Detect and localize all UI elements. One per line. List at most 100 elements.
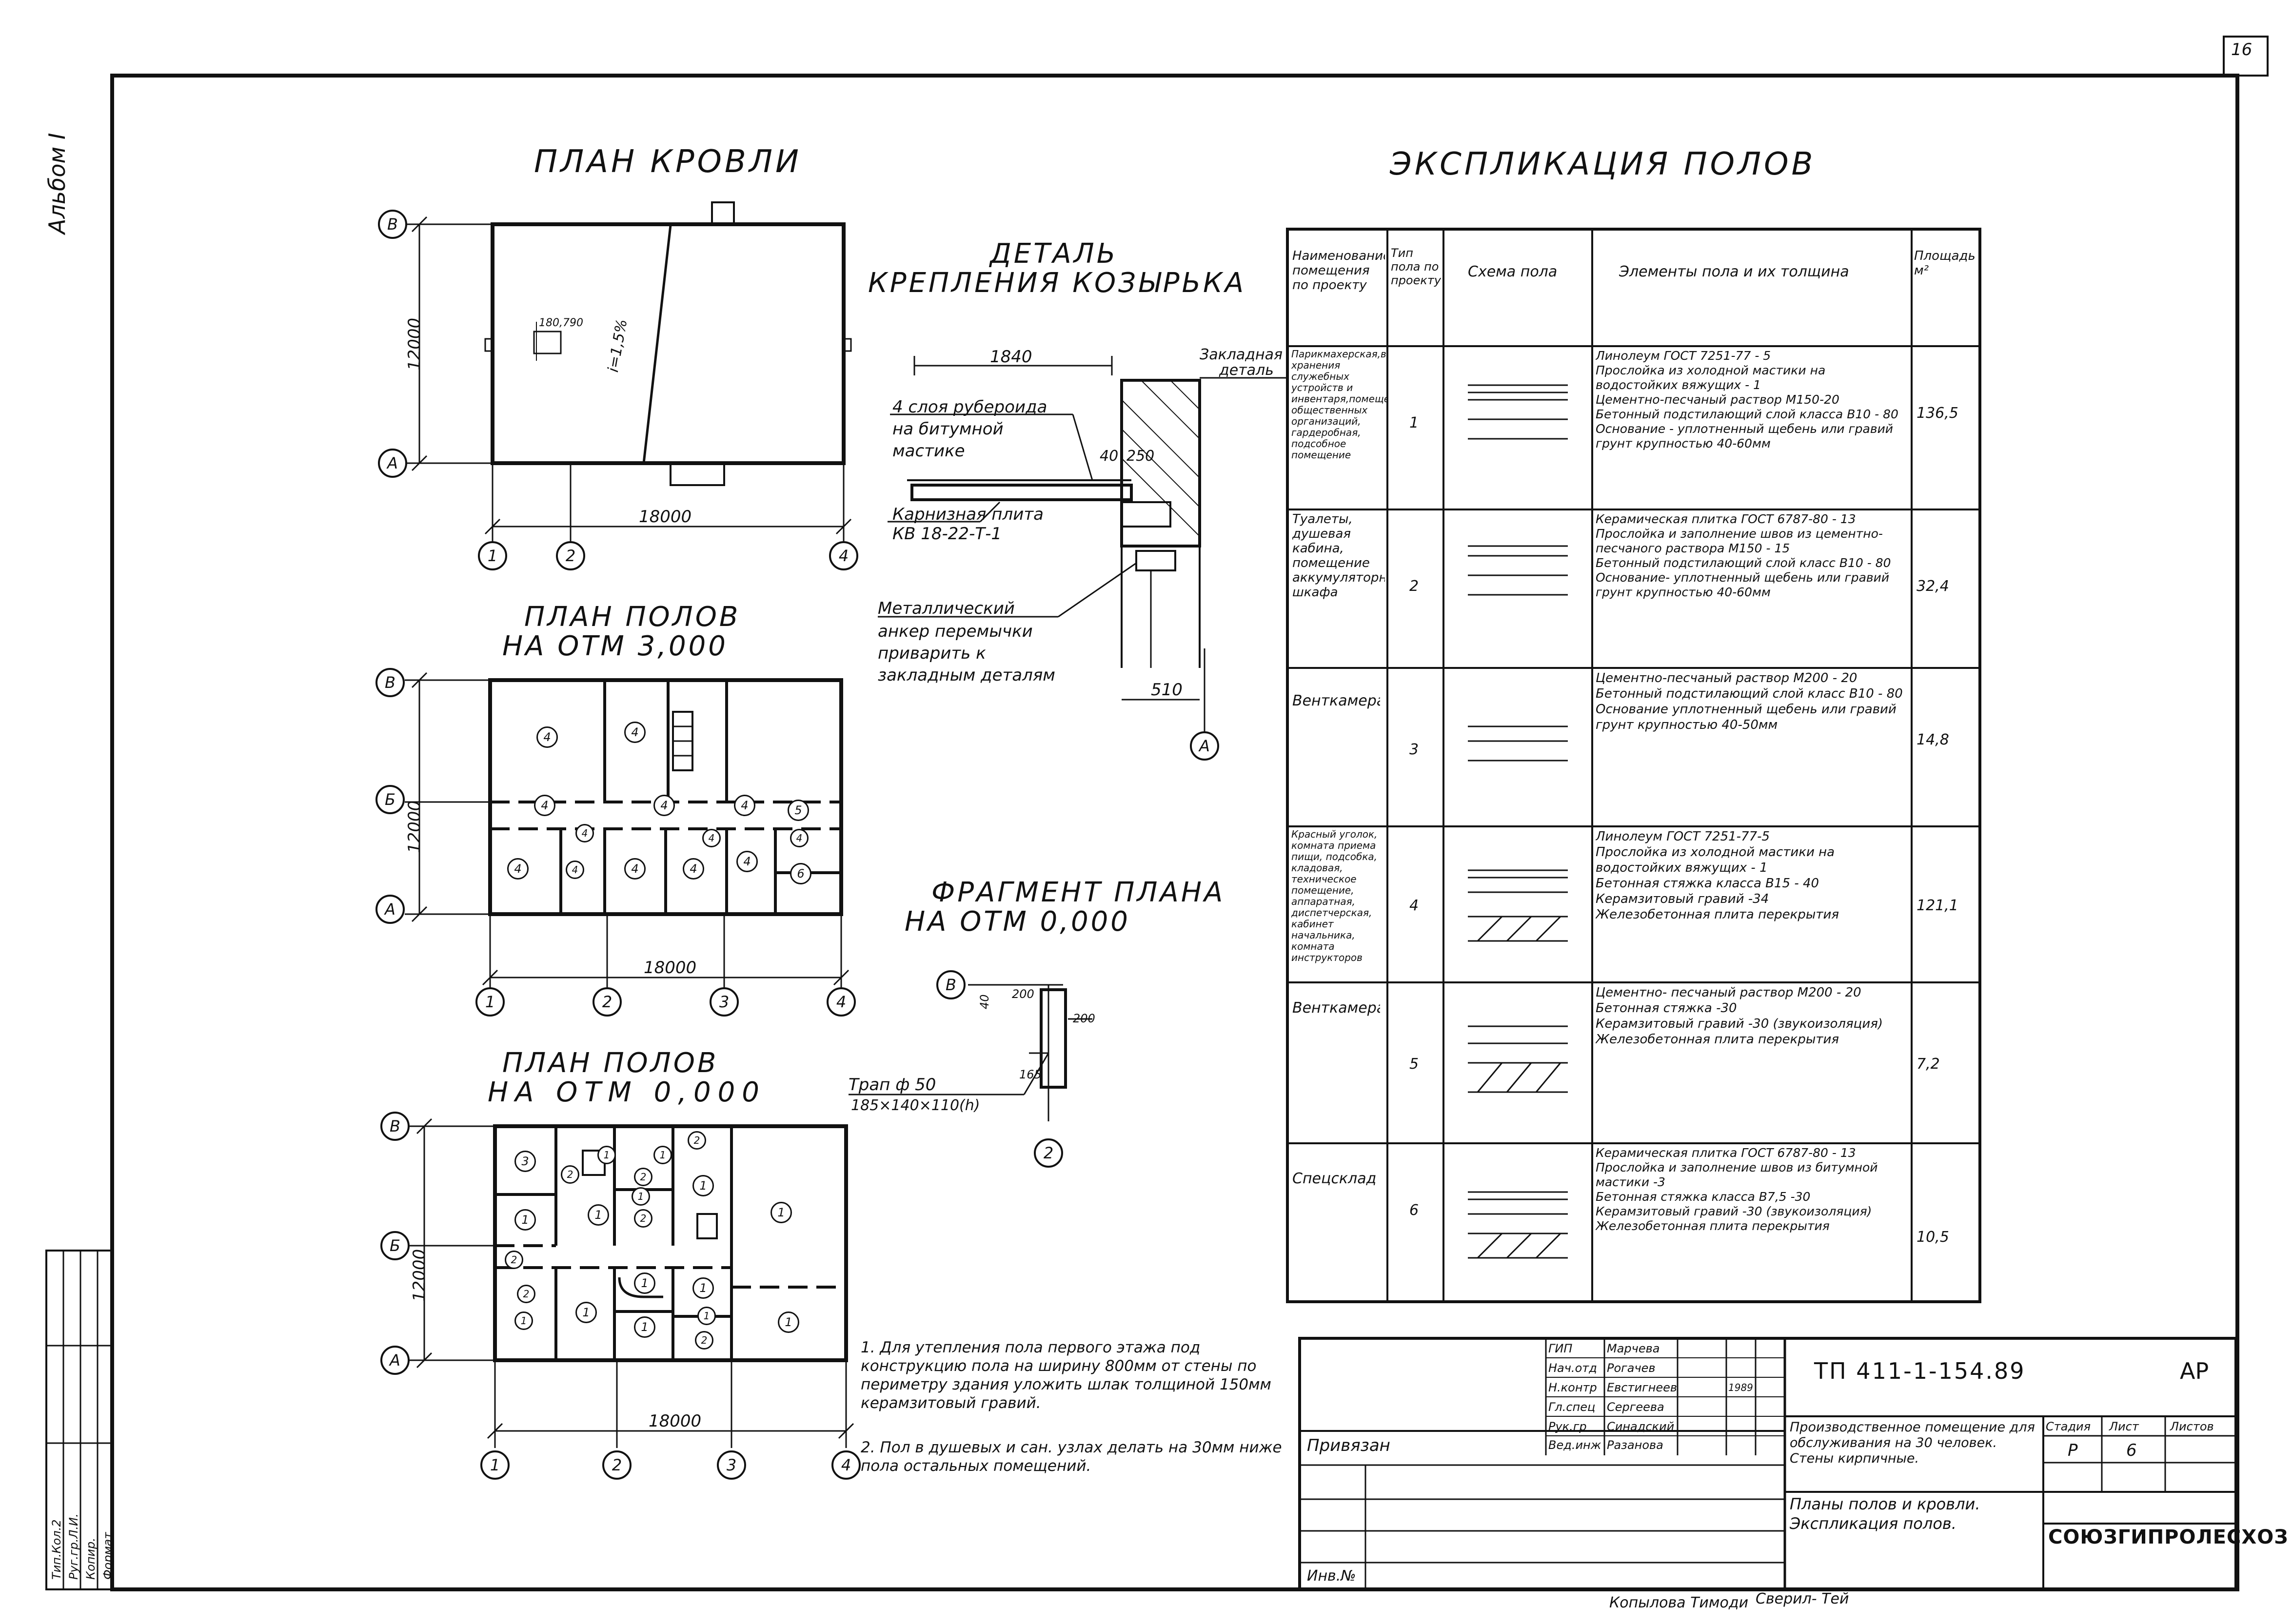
row-1-area: 136,5 [1917,405,1958,422]
roof-axis-col-1: 1 [478,541,507,570]
fragment-title-line1: ФРАГМЕНТ ПЛАНА [931,877,1225,908]
roof-axis-row-v: В [378,210,407,239]
row-4-type: 4 [1409,897,1419,914]
room-mark: 2 [634,1209,652,1228]
floor3000-axis-col-2: 2 [593,987,622,1017]
row-4-elements: Линолеум ГОСТ 7251-77-5 Прослойка из хол… [1596,829,1839,922]
tb-name-4: Синадский [1607,1420,1675,1433]
room-mark: 5 [788,800,809,821]
tb-role-3: Гл.спец [1548,1400,1596,1414]
tb-sheet-value: 6 [2126,1441,2137,1460]
tb-description: Производственное помещение для обслужива… [1790,1420,2035,1466]
canopy-dim-top: 1840 [990,347,1032,367]
room-mark: 1 [692,1277,714,1299]
roof-axis-col-4: 4 [829,541,858,570]
floor3000-axis-row-b: Б [375,785,405,814]
fragment-dim-200a: 200 [1012,987,1034,1001]
row-3-rooms: Венткамера [1292,692,1380,709]
roof-dim-width: 18000 [639,507,692,527]
floor0000-axis-row-v: В [380,1112,410,1141]
tb-sheet-header: Лист [2109,1420,2139,1433]
canopy-title-line1: ДЕТАЛЬ [990,238,1118,270]
floor0000-title-line2: НА ОТМ 0,000 [488,1076,766,1108]
room-mark: 1 [771,1202,792,1223]
canopy-label-anchor-line2: анкер перемычки [878,622,1033,641]
canopy-label-slab-line1: Карнизная плита [892,505,1044,524]
floor3000-axis-row-a: А [375,895,405,924]
room-mark: 4 [536,726,558,748]
tb-role-0: ГИП [1548,1342,1573,1355]
row-1-rooms: Парикмахерская,вестибюль,помещение хране… [1291,349,1386,461]
room-mark: 2 [695,1331,713,1350]
sheet-corner-number: 16 [2231,40,2252,59]
floor0000-axis-col-2: 2 [602,1450,632,1480]
tb-stage-value: Р [2068,1441,2078,1460]
canopy-label-embed-line2: деталь [1219,362,1274,379]
tb-name-5: Разанова [1607,1438,1663,1452]
room-mark: 2 [634,1168,652,1186]
fragment-drain-line2: 185×140×110(h) [851,1097,980,1114]
roof-axis-col-2: 2 [556,541,585,570]
canopy-label-roofing-line1: 4 слоя рубероида [892,397,1047,417]
explication-header-room: Наименование помещения по проекту [1292,249,1385,293]
room-mark: 3 [514,1151,536,1172]
margin-stamp-line1: Тип.Кол.2 [50,1519,63,1580]
fragment-dim-200b: 200 [1073,1012,1095,1025]
roof-plan-title: ПЛАН КРОВЛИ [534,144,802,180]
floor3000-dim-width: 18000 [644,958,697,978]
floor0000-axis-row-b: Б [380,1231,410,1260]
explication-header-scheme: Схема пола [1468,263,1558,280]
row-2-rooms: Туалеты, душевая кабина, помещение аккум… [1292,512,1385,600]
floor0000-dim-height: 12000 [410,1249,429,1302]
canopy-label-embed-line1: Закладная [1200,346,1283,363]
room-mark: 1 [697,1307,716,1325]
tb-year: 1989 [1728,1382,1753,1393]
row-1-elements: Линолеум ГОСТ 7251-77 - 5 Прослойка из х… [1596,349,1898,450]
room-mark: 1 [653,1146,672,1164]
room-mark: 2 [505,1251,523,1269]
row-6-type: 6 [1409,1202,1419,1219]
canopy-label-roofing-line2: на битумной [892,419,1004,439]
room-mark: 1 [634,1316,655,1338]
canopy-axis: А [1190,731,1219,761]
room-mark: 1 [514,1209,536,1231]
floor3000-dim-height: 12000 [405,800,424,853]
room-mark: 4 [702,829,721,847]
room-mark: 4 [624,722,646,743]
row-2-elements: Керамическая плитка ГОСТ 6787-80 - 13 Пр… [1596,512,1891,599]
margin-stamp-line3: Копир. [84,1538,98,1580]
floor3000-title-line1: ПЛАН ПОЛОВ [524,601,741,633]
floor3000-title-line2: НА ОТМ 3,000 [502,630,728,662]
tb-section: АР [2180,1358,2209,1384]
tb-privyazan: Привязан [1307,1436,1390,1455]
fragment-drain-line1: Трап ф 50 [849,1075,936,1095]
canopy-dim-bottom: 510 [1151,680,1183,700]
room-mark: 4 [736,851,758,872]
room-mark: 2 [561,1165,579,1184]
signature-bottom: Копылова Тимоди [1609,1594,1749,1611]
canopy-dim-40: 40 [1100,448,1119,465]
room-mark: 1 [692,1175,714,1196]
room-mark: 4 [734,795,755,816]
room-mark: 1 [575,1302,597,1323]
row-5-elements: Цементно- песчаный раствор М200 - 20 Бет… [1596,985,1883,1047]
roof-dim-height: 12000 [405,317,424,371]
room-mark: 4 [624,858,646,880]
signature-bottom-2: Сверил- Тей [1756,1590,1849,1607]
row-5-area: 7,2 [1917,1056,1940,1073]
floor0000-axis-col-1: 1 [480,1450,510,1480]
explication-title: ЭКСПЛИКАЦИЯ ПОЛОВ [1390,146,1816,182]
row-3-elements: Цементно-песчаный раствор М200 - 20 Бето… [1596,671,1903,732]
room-mark: 1 [632,1187,650,1206]
canopy-label-slab-line2: КВ 18-22-Т-1 [892,524,1002,544]
floor3000-axis-col-4: 4 [827,987,856,1017]
row-6-area: 10,5 [1917,1229,1949,1246]
note-1: 1. Для утепления пола первого этажа под … [861,1339,1271,1412]
row-6-elements: Керамическая плитка ГОСТ 6787-80 - 13 Пр… [1596,1146,1878,1233]
room-mark: 6 [790,863,811,884]
floor3000-axis-row-v: В [375,668,405,697]
tb-role-4: Рук.гр [1548,1420,1587,1433]
floor0000-title-line1: ПЛАН ПОЛОВ [502,1047,719,1079]
tb-organization: СОЮЗГИПРОЛЕСХОЗ [2048,1526,2289,1548]
